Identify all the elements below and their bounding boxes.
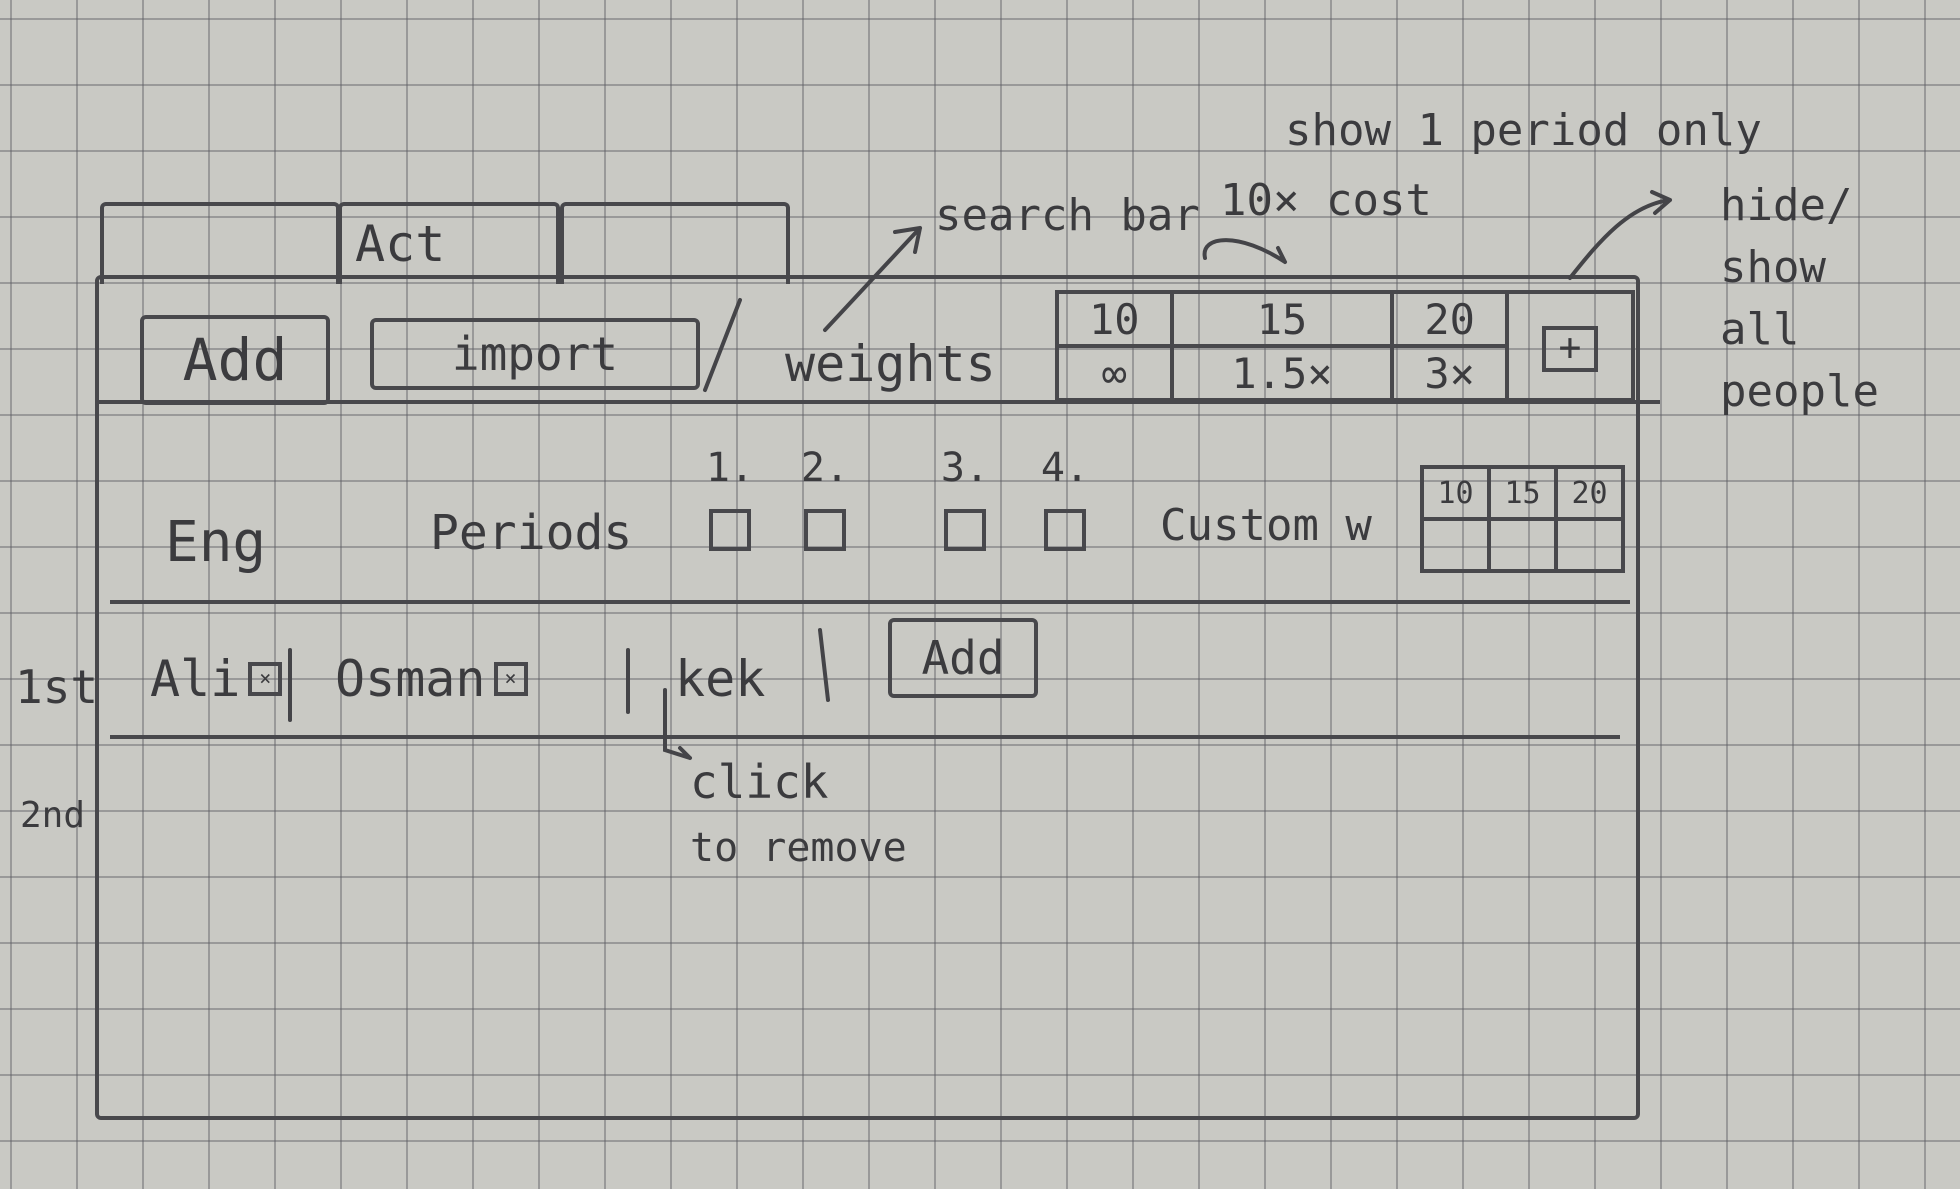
period-2-checkbox[interactable] — [804, 509, 846, 551]
custom-weight-1[interactable]: 10 — [1420, 465, 1491, 521]
person-chip-ali[interactable]: Ali × — [150, 650, 283, 708]
weight-bottom-1[interactable]: ∞ — [1055, 344, 1174, 402]
weights-label: weights — [785, 335, 996, 393]
arrow-click — [663, 688, 692, 760]
period-2: 2. — [795, 445, 855, 561]
period-3: 3. — [935, 445, 995, 561]
import-search-bar[interactable]: import — [370, 318, 700, 390]
periods-label: Periods — [430, 505, 633, 561]
arrow-cost — [1202, 238, 1287, 264]
plus-cell: + — [1504, 290, 1636, 402]
person-chip-kek[interactable]: kek — [675, 650, 765, 708]
period-3-checkbox[interactable] — [944, 509, 986, 551]
arrow-search-bar — [823, 226, 922, 332]
row-1st-label: 1st — [15, 660, 99, 714]
annotation-remove: to remove — [690, 825, 907, 871]
annotation-click: click — [690, 755, 829, 809]
custom-weight-input-2[interactable] — [1487, 517, 1558, 573]
annotation-show-period: show 1 period only — [1285, 105, 1762, 156]
person-chip-osman[interactable]: Osman × — [335, 650, 528, 708]
main-window — [95, 275, 1640, 1120]
custom-weight-label: Custom w — [1160, 500, 1372, 551]
add-button[interactable]: Add — [140, 315, 330, 405]
period-2-label: 2. — [800, 445, 850, 491]
annotation-cost: 10× cost — [1220, 175, 1432, 226]
custom-weight-3[interactable]: 20 — [1554, 465, 1625, 521]
annotation-hide-show: hide/ show all people — [1720, 180, 1879, 417]
weights-table: 10 15 20 + ∞ 1.5× 3× — [1055, 290, 1636, 402]
period-4-checkbox[interactable] — [1044, 509, 1086, 551]
tab-act-label: Act — [355, 215, 446, 273]
period-3-label: 3. — [940, 445, 990, 491]
period-4: 4. — [1035, 445, 1095, 561]
add-person-button[interactable]: Add — [888, 618, 1038, 698]
close-box-icon[interactable]: × — [493, 662, 528, 696]
period-1-label: 1. — [705, 445, 755, 491]
weight-bottom-2[interactable]: 1.5× — [1169, 344, 1395, 402]
plus-icon[interactable]: + — [1541, 325, 1598, 372]
annotation-search-bar: search bar — [935, 190, 1200, 241]
weight-top-3[interactable]: 20 — [1390, 290, 1509, 348]
row-2nd-label: 2nd — [20, 795, 86, 836]
weight-top-2[interactable]: 15 — [1169, 290, 1395, 348]
weight-bottom-3[interactable]: 3× — [1390, 344, 1509, 402]
group-divider — [110, 600, 1630, 604]
period-1: 1. — [700, 445, 760, 561]
person-name: Osman — [335, 650, 486, 708]
person-name: kek — [675, 650, 766, 708]
custom-weight-input-1[interactable] — [1420, 517, 1491, 573]
toolbar-divider — [95, 400, 1660, 404]
custom-weight-table: 10 15 20 — [1420, 465, 1625, 573]
divider-kek — [818, 628, 830, 702]
custom-weight-input-3[interactable] — [1554, 517, 1625, 573]
divider-import — [703, 298, 742, 392]
weight-top-1[interactable]: 10 — [1055, 290, 1174, 348]
period-4-label: 4. — [1040, 445, 1090, 491]
tab-act[interactable] — [338, 202, 560, 284]
group-name: Eng — [165, 510, 267, 575]
tab-blank-3[interactable] — [560, 202, 790, 284]
close-box-icon[interactable]: × — [248, 662, 283, 696]
arrow-hide-show — [1568, 190, 1672, 280]
period-1-checkbox[interactable] — [709, 509, 751, 551]
custom-weight-2[interactable]: 15 — [1487, 465, 1558, 521]
person-name: Ali — [150, 650, 241, 708]
row-divider — [110, 735, 1620, 739]
